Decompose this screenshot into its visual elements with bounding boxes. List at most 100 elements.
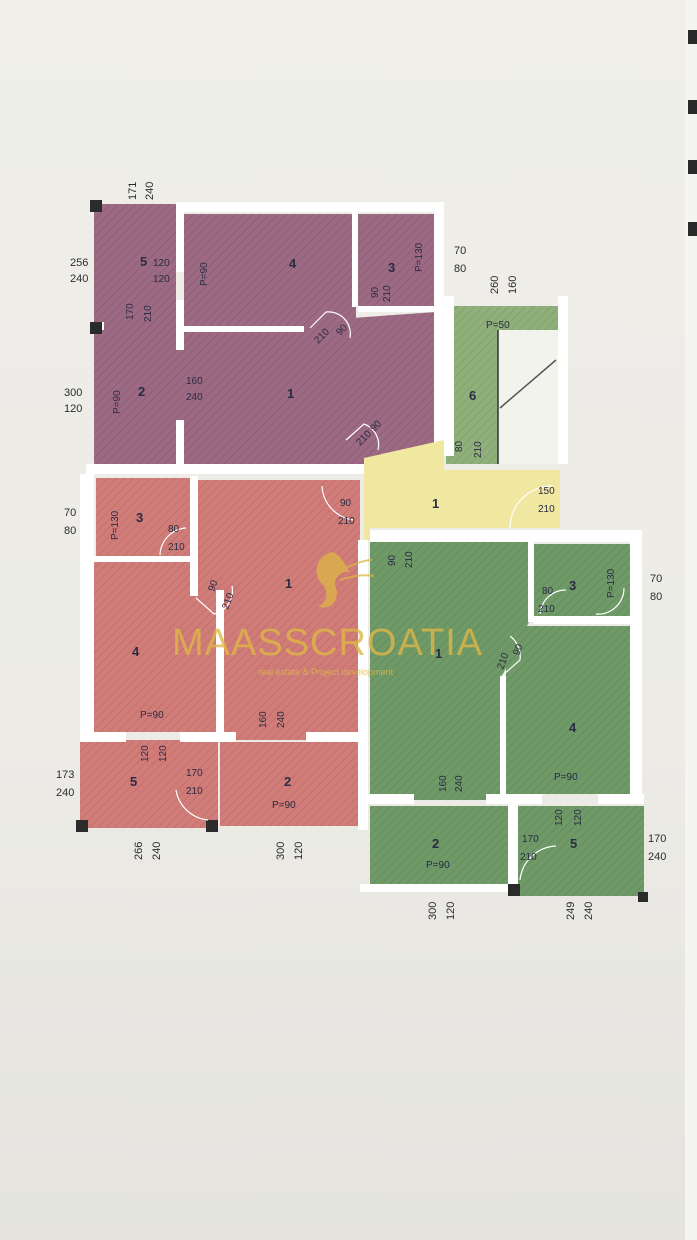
dimension: 173 xyxy=(56,769,74,781)
wall xyxy=(486,794,542,804)
wall xyxy=(358,540,368,830)
brand-name-bold: MAASS xyxy=(172,622,311,664)
dimension: 300 xyxy=(427,902,439,920)
dimension: 70 xyxy=(650,573,662,585)
brand-tagline: real estate & Project development xyxy=(258,667,394,677)
room-number: 4 xyxy=(289,256,297,271)
room-label: P=90 xyxy=(272,800,296,811)
room-number: 3 xyxy=(388,260,395,275)
room-label: P=90 xyxy=(112,390,123,414)
room-number: 1 xyxy=(285,576,292,591)
page-edge xyxy=(685,0,697,1240)
room-number: 2 xyxy=(284,774,291,789)
door-swing xyxy=(509,485,553,529)
wall xyxy=(94,556,190,562)
corridor xyxy=(364,440,560,540)
door-dim: 90 xyxy=(206,578,220,593)
wall xyxy=(508,804,518,894)
wall xyxy=(176,300,184,350)
door-dim: 90 xyxy=(340,498,352,509)
wall xyxy=(534,616,630,624)
green-room-4 xyxy=(506,626,632,794)
wall xyxy=(176,202,184,272)
wall xyxy=(360,884,520,892)
room-label: P=90 xyxy=(426,860,450,871)
purple-room-5 xyxy=(94,204,176,326)
wall xyxy=(216,590,224,740)
door-dim: 160 xyxy=(186,376,203,387)
dimension: 249 xyxy=(565,902,577,920)
room-number: 4 xyxy=(569,720,577,735)
dimension: 120 xyxy=(445,902,457,920)
dimension: 240 xyxy=(56,787,74,799)
dimension: 240 xyxy=(648,851,666,863)
wall xyxy=(306,732,362,742)
dimension: 256 xyxy=(70,257,88,269)
wall xyxy=(528,542,534,622)
wall xyxy=(558,296,568,464)
brand-name-light: CROATIA xyxy=(310,622,484,664)
wall xyxy=(180,732,236,742)
room-label: P=130 xyxy=(606,568,617,598)
door-dim: 240 xyxy=(186,392,203,403)
wall xyxy=(184,326,304,332)
room-number: 1 xyxy=(435,646,442,661)
dimension: 160 xyxy=(507,276,519,294)
column xyxy=(76,820,88,832)
door-dim: 120 xyxy=(573,809,584,826)
room-number: 2 xyxy=(432,836,439,851)
dimension: 70 xyxy=(64,507,76,519)
door-swing xyxy=(321,485,355,521)
wall xyxy=(630,530,642,802)
dimension: 300 xyxy=(64,387,82,399)
dimension: 120 xyxy=(64,403,82,415)
green-unit xyxy=(360,530,648,902)
wall xyxy=(352,212,358,307)
red-room-1 xyxy=(196,480,360,740)
door-dim: 90 xyxy=(387,554,398,566)
door-dim: 210 xyxy=(520,852,537,863)
dimension: 240 xyxy=(583,902,595,920)
door-swing xyxy=(159,527,187,556)
door-dim: 210 xyxy=(538,504,555,515)
door-dim: 160 xyxy=(438,775,449,792)
door-dim: 120 xyxy=(140,745,151,762)
door-dim: 210 xyxy=(382,285,393,302)
dimension: 80 xyxy=(650,591,662,603)
purple-unit xyxy=(86,200,444,474)
door-dim: 80 xyxy=(542,586,554,597)
wall xyxy=(358,306,436,312)
door-dim: 210 xyxy=(538,604,555,615)
purple-room-4 xyxy=(184,214,356,330)
door-swing xyxy=(345,423,380,451)
dimension: 120 xyxy=(293,842,305,860)
door-swing xyxy=(309,311,351,339)
column xyxy=(508,884,520,896)
door-swing xyxy=(175,789,209,821)
room-label: P=130 xyxy=(110,510,121,540)
door-dim: 240 xyxy=(454,775,465,792)
wall xyxy=(190,476,198,596)
door-dim: 80 xyxy=(454,440,465,452)
door-dim: 150 xyxy=(538,486,555,497)
wall xyxy=(500,676,506,802)
wall xyxy=(598,794,644,804)
door-dim: 210 xyxy=(338,516,355,527)
door-dim: 170 xyxy=(186,768,203,779)
dimension: 170 xyxy=(648,833,666,845)
purple-room-2 xyxy=(94,326,184,469)
purple-room-3 xyxy=(358,214,436,306)
dimension: 300 xyxy=(275,842,287,860)
room-number: 3 xyxy=(569,578,576,593)
room-number: 1 xyxy=(432,496,439,511)
wall xyxy=(444,296,454,456)
dimension: 70 xyxy=(454,245,466,257)
room-number: 1 xyxy=(287,386,294,401)
stair-line xyxy=(499,359,557,409)
brand-logo: MAASSCROATIA xyxy=(172,622,483,665)
door-dim: 170 xyxy=(522,834,539,845)
green-room-3 xyxy=(534,544,630,616)
dimension: 240 xyxy=(70,273,88,285)
wall xyxy=(368,794,414,804)
dimension: 171 xyxy=(127,182,139,200)
